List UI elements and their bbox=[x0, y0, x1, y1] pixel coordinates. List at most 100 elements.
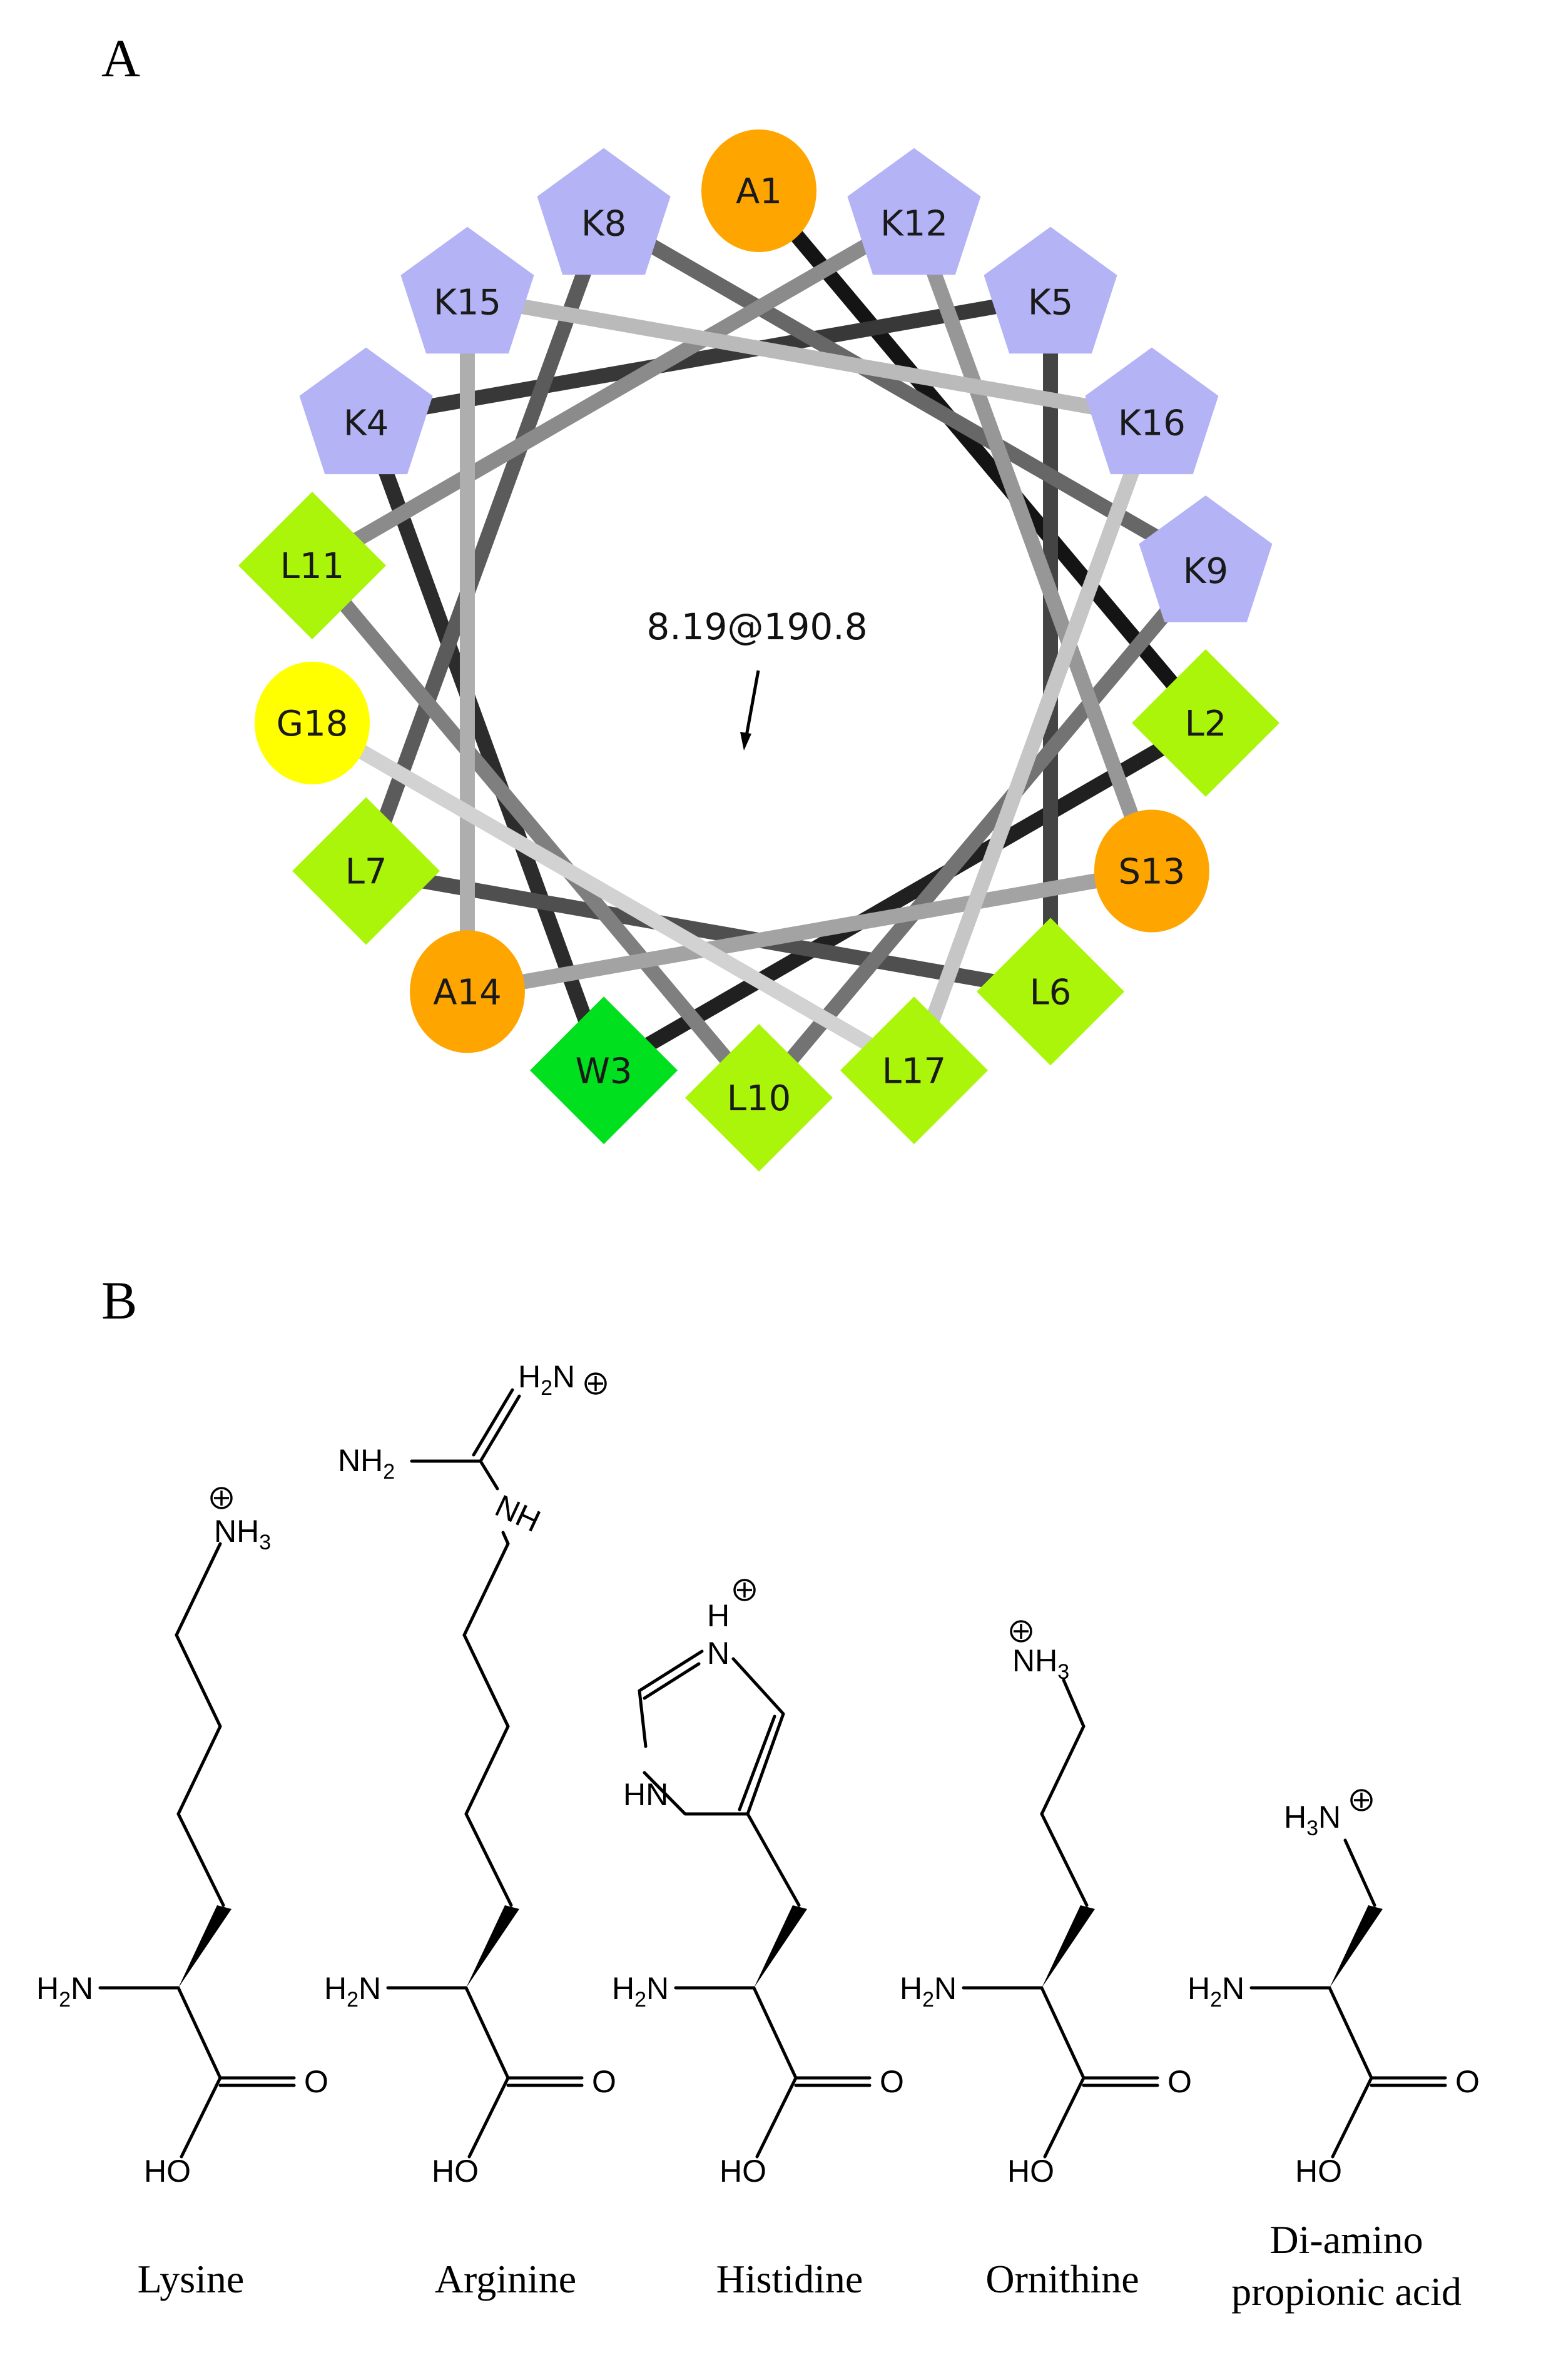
residue-a14: A14 bbox=[409, 930, 525, 1053]
residue-label: K5 bbox=[1028, 283, 1073, 323]
wedge-bond bbox=[466, 1905, 519, 1988]
label-ornithine: Ornithine bbox=[985, 2257, 1139, 2301]
structure-diaminopropionic-acid: H2N O HO H3N Di-amino propionic acid bbox=[1188, 1789, 1480, 2314]
svg-text:O: O bbox=[880, 2064, 904, 2099]
residue-marker bbox=[701, 129, 816, 252]
svg-text:HO: HO bbox=[432, 2154, 479, 2189]
residue-label: L11 bbox=[280, 546, 344, 587]
residue-label: S13 bbox=[1118, 852, 1185, 893]
residue-label: K4 bbox=[343, 403, 389, 444]
residue-label: L7 bbox=[345, 852, 387, 893]
residue-marker bbox=[977, 918, 1125, 1066]
label-diaminopropionic-line2: propionic acid bbox=[1231, 2269, 1462, 2314]
helix-connector bbox=[753, 560, 1212, 1103]
svg-text:H3N: H3N bbox=[1284, 1800, 1341, 1840]
helix-connector bbox=[753, 186, 1212, 728]
residue-marker bbox=[1094, 809, 1209, 933]
residue-marker bbox=[292, 797, 440, 945]
residue-marker bbox=[409, 930, 525, 1053]
helix-connector bbox=[308, 211, 918, 572]
helix-connector bbox=[359, 215, 611, 874]
svg-text:NH3: NH3 bbox=[214, 1514, 271, 1554]
residue-marker bbox=[400, 226, 534, 354]
residue-l17: L17 bbox=[840, 996, 988, 1145]
label-arginine: Arginine bbox=[435, 2257, 576, 2301]
residue-label: L10 bbox=[727, 1078, 791, 1119]
helix-connector bbox=[600, 211, 1209, 572]
residue-label: W3 bbox=[576, 1051, 633, 1091]
residue-k16: K16 bbox=[1085, 347, 1219, 475]
residue-marker bbox=[1085, 347, 1219, 475]
helix-connector bbox=[306, 560, 765, 1103]
residue-label: K8 bbox=[581, 204, 626, 245]
helix-connector bbox=[359, 415, 611, 1073]
structure-arginine: H2N O HO NH NH2 H2N Arginine bbox=[324, 1359, 616, 2301]
structure-histidine: H2N O HO HN N H Histidine bbox=[612, 1579, 904, 2301]
residue-label: G18 bbox=[277, 704, 348, 744]
residue-label: L17 bbox=[882, 1051, 946, 1091]
residue-marker bbox=[537, 148, 671, 275]
residue-l7: L7 bbox=[292, 797, 440, 945]
svg-text:O: O bbox=[592, 2064, 616, 2099]
residue-marker bbox=[530, 996, 678, 1145]
residue-marker bbox=[685, 1024, 833, 1172]
residue-l2: L2 bbox=[1131, 649, 1279, 797]
helix-connector bbox=[365, 863, 1052, 1000]
residue-marker bbox=[1131, 649, 1279, 797]
residue-g18: G18 bbox=[255, 661, 370, 784]
residue-marker bbox=[238, 492, 387, 640]
svg-text:HO: HO bbox=[144, 2154, 191, 2189]
residue-k15: K15 bbox=[400, 226, 534, 354]
structure-ornithine: H2N O HO NH3 Ornithine bbox=[900, 1620, 1192, 2301]
residue-label: A14 bbox=[433, 972, 502, 1013]
helix-connector bbox=[465, 863, 1153, 1000]
hydrophobic-moment-arrow bbox=[740, 670, 760, 751]
helix-connector bbox=[907, 215, 1159, 874]
residue-marker bbox=[1139, 495, 1273, 622]
svg-text:HO: HO bbox=[1295, 2154, 1342, 2189]
residue-label: L6 bbox=[1030, 972, 1072, 1013]
residue-l11: L11 bbox=[238, 492, 387, 640]
svg-text:H2N: H2N bbox=[518, 1359, 575, 1400]
panel-a-letter: A bbox=[101, 28, 140, 88]
residue-k5: K5 bbox=[984, 226, 1117, 354]
svg-text:O: O bbox=[1455, 2064, 1480, 2099]
svg-text:H2N: H2N bbox=[612, 1971, 669, 2012]
residue-label: K12 bbox=[880, 204, 948, 245]
residue-k4: K4 bbox=[299, 347, 433, 475]
svg-text:H2N: H2N bbox=[324, 1971, 381, 2012]
svg-text:NH: NH bbox=[490, 1488, 546, 1539]
residue-a1: A1 bbox=[701, 129, 816, 252]
residue-w3: W3 bbox=[530, 996, 678, 1145]
residue-label: A1 bbox=[736, 171, 782, 212]
svg-text:H2N: H2N bbox=[36, 1971, 93, 2012]
residue-label: K9 bbox=[1183, 551, 1228, 592]
label-diaminopropionic-line1: Di-amino bbox=[1269, 2217, 1423, 2262]
svg-text:HN: HN bbox=[623, 1777, 668, 1812]
residue-l6: L6 bbox=[977, 918, 1125, 1066]
hydrophobic-moment-label: 8.19@190.8 bbox=[646, 605, 867, 648]
residue-marker bbox=[255, 661, 370, 784]
wedge-bond bbox=[1330, 1905, 1383, 1988]
residue-label: K16 bbox=[1118, 403, 1186, 444]
residue-label: L2 bbox=[1185, 704, 1227, 744]
residue-marker bbox=[840, 996, 988, 1145]
structure-lysine: H2N O HO NH3 Lysine bbox=[36, 1487, 328, 2301]
svg-text:O: O bbox=[1167, 2064, 1192, 2099]
residue-k8: K8 bbox=[537, 148, 671, 275]
svg-text:H2N: H2N bbox=[900, 1971, 957, 2012]
residue-marker bbox=[299, 347, 433, 475]
residue-k12: K12 bbox=[847, 148, 981, 275]
residue-s13: S13 bbox=[1094, 809, 1209, 933]
label-histidine: Histidine bbox=[716, 2257, 863, 2301]
wedge-bond bbox=[178, 1905, 231, 1988]
svg-text:HO: HO bbox=[720, 2154, 766, 2189]
panel-b-letter: B bbox=[101, 1270, 137, 1330]
svg-text:HO: HO bbox=[1007, 2154, 1054, 2189]
helix-connector bbox=[308, 716, 918, 1077]
helix-connector bbox=[465, 289, 1153, 425]
svg-text:H2N: H2N bbox=[1188, 1971, 1244, 2012]
